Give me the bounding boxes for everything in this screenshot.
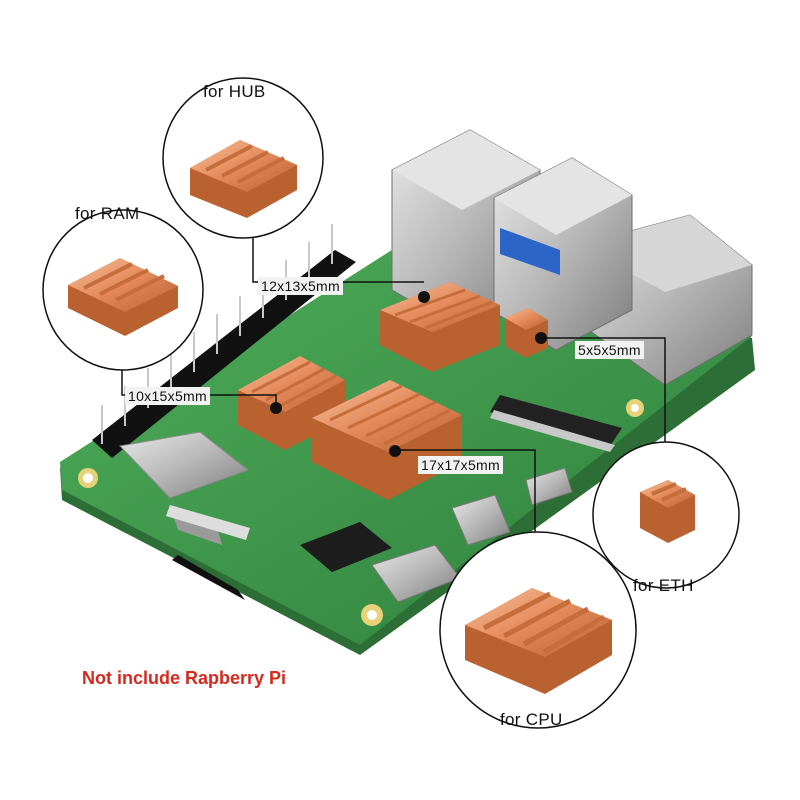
dimension-hub: 12x13x5mm <box>258 277 343 295</box>
callout-hub <box>162 77 324 239</box>
callout-eth <box>592 441 740 589</box>
callout-ram <box>42 209 204 371</box>
dimension-cpu: 17x17x5mm <box>418 456 503 474</box>
label-for-ram: for RAM <box>75 204 140 223</box>
label-for-hub: for HUB <box>203 82 266 101</box>
heatsink-on-eth <box>505 308 548 358</box>
dimension-eth: 5x5x5mm <box>575 341 644 359</box>
callout-cpu <box>439 531 637 729</box>
leader-dots <box>270 291 547 457</box>
label-for-cpu: for CPU <box>500 710 563 729</box>
heatsink-on-hub <box>380 282 500 372</box>
label-for-eth: for ETH <box>633 576 694 595</box>
not-included-notice: Not include Rapberry Pi <box>82 668 287 688</box>
dimension-ram: 10x15x5mm <box>125 387 210 405</box>
